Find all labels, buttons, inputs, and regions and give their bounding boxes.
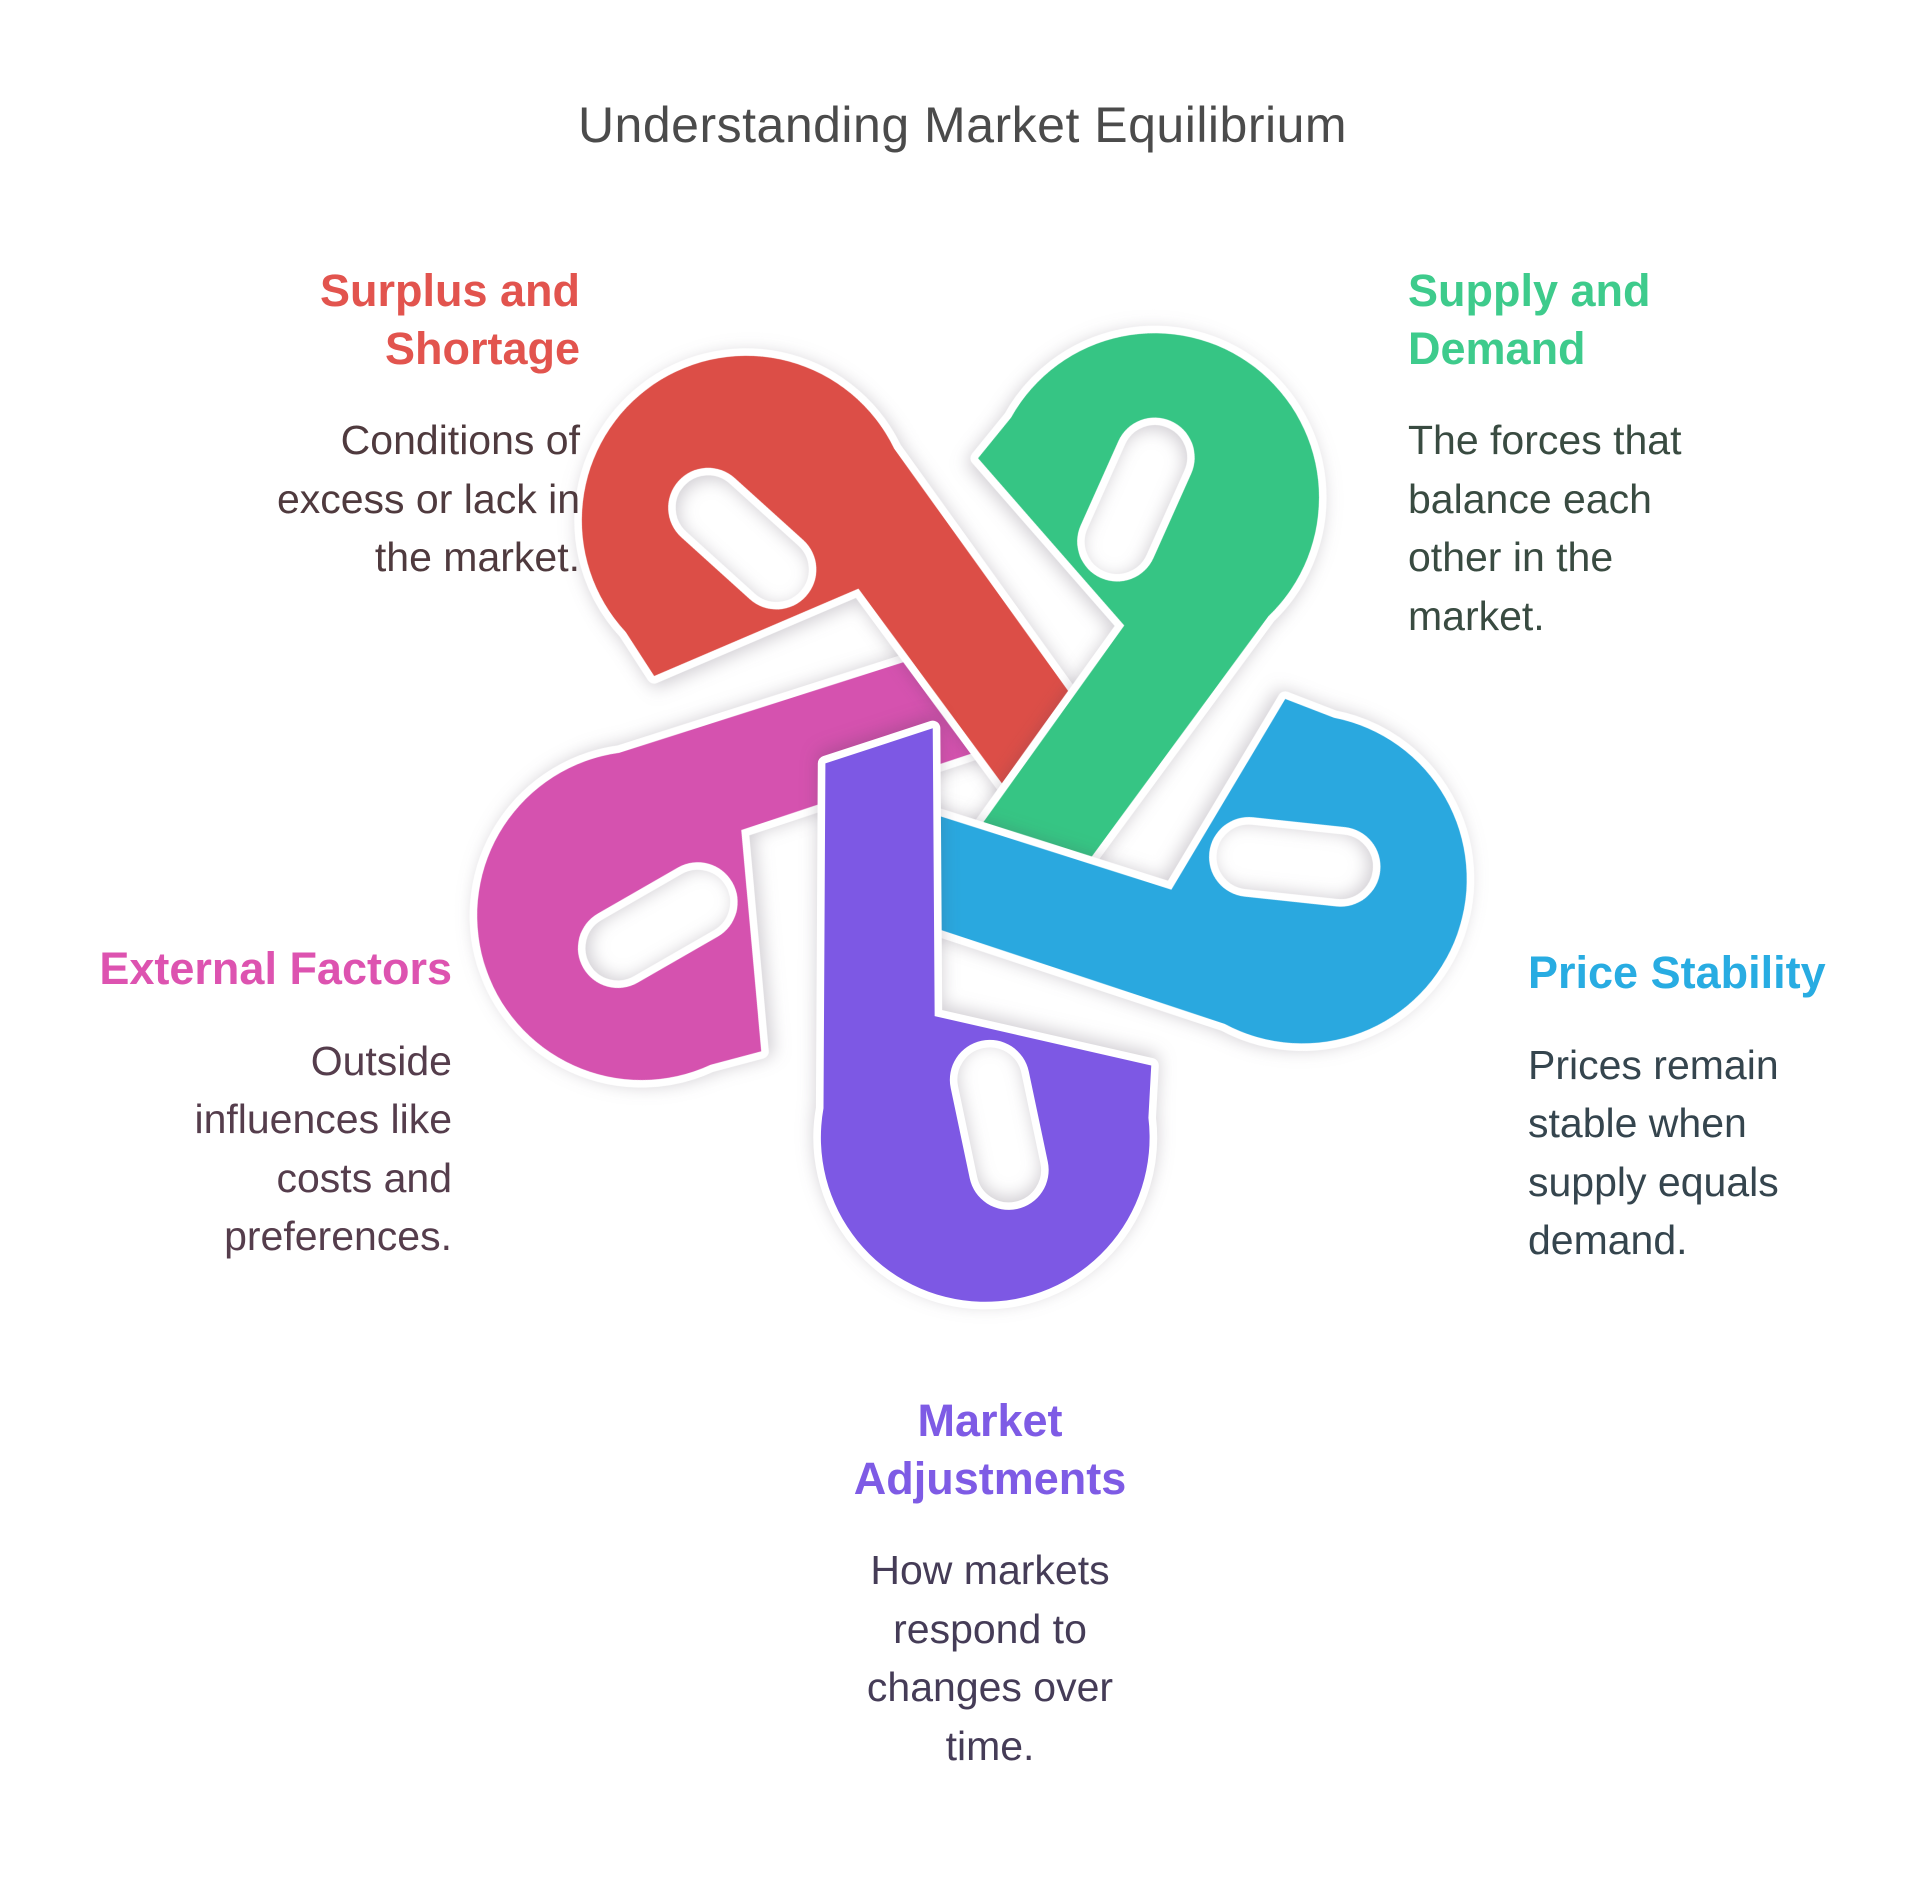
node-price-stability: Price Stability Prices remain stable whe… — [1528, 944, 1868, 1270]
node-body-price-stability: Prices remain stable when supply equals … — [1528, 1041, 1779, 1264]
node-heading-supply-demand: Supply and Demand — [1408, 265, 1651, 374]
node-heading-surplus-shortage: Surplus and Shortage — [319, 265, 580, 374]
node-heading-market-adjustments: Market Adjustments — [853, 1395, 1127, 1504]
node-body-external-factors: Outside influences like costs and prefer… — [194, 1037, 452, 1260]
node-body-supply-demand: The forces that balance each other in th… — [1408, 417, 1682, 640]
node-body-market-adjustments: How markets respond to changes over time… — [866, 1547, 1114, 1770]
node-market-adjustments: Market Adjustments How markets respond t… — [775, 1392, 1205, 1776]
node-heading-external-factors: External Factors — [99, 943, 452, 994]
node-heading-price-stability: Price Stability — [1528, 947, 1826, 998]
node-external-factors: External Factors Outside influences like… — [82, 940, 452, 1266]
page-title: Understanding Market Equilibrium — [577, 97, 1348, 153]
node-surplus-shortage: Surplus and Shortage Conditions of exces… — [180, 262, 580, 587]
node-body-surplus-shortage: Conditions of excess or lack in the mark… — [276, 417, 580, 581]
node-supply-demand: Supply and Demand The forces that balanc… — [1408, 262, 1758, 646]
